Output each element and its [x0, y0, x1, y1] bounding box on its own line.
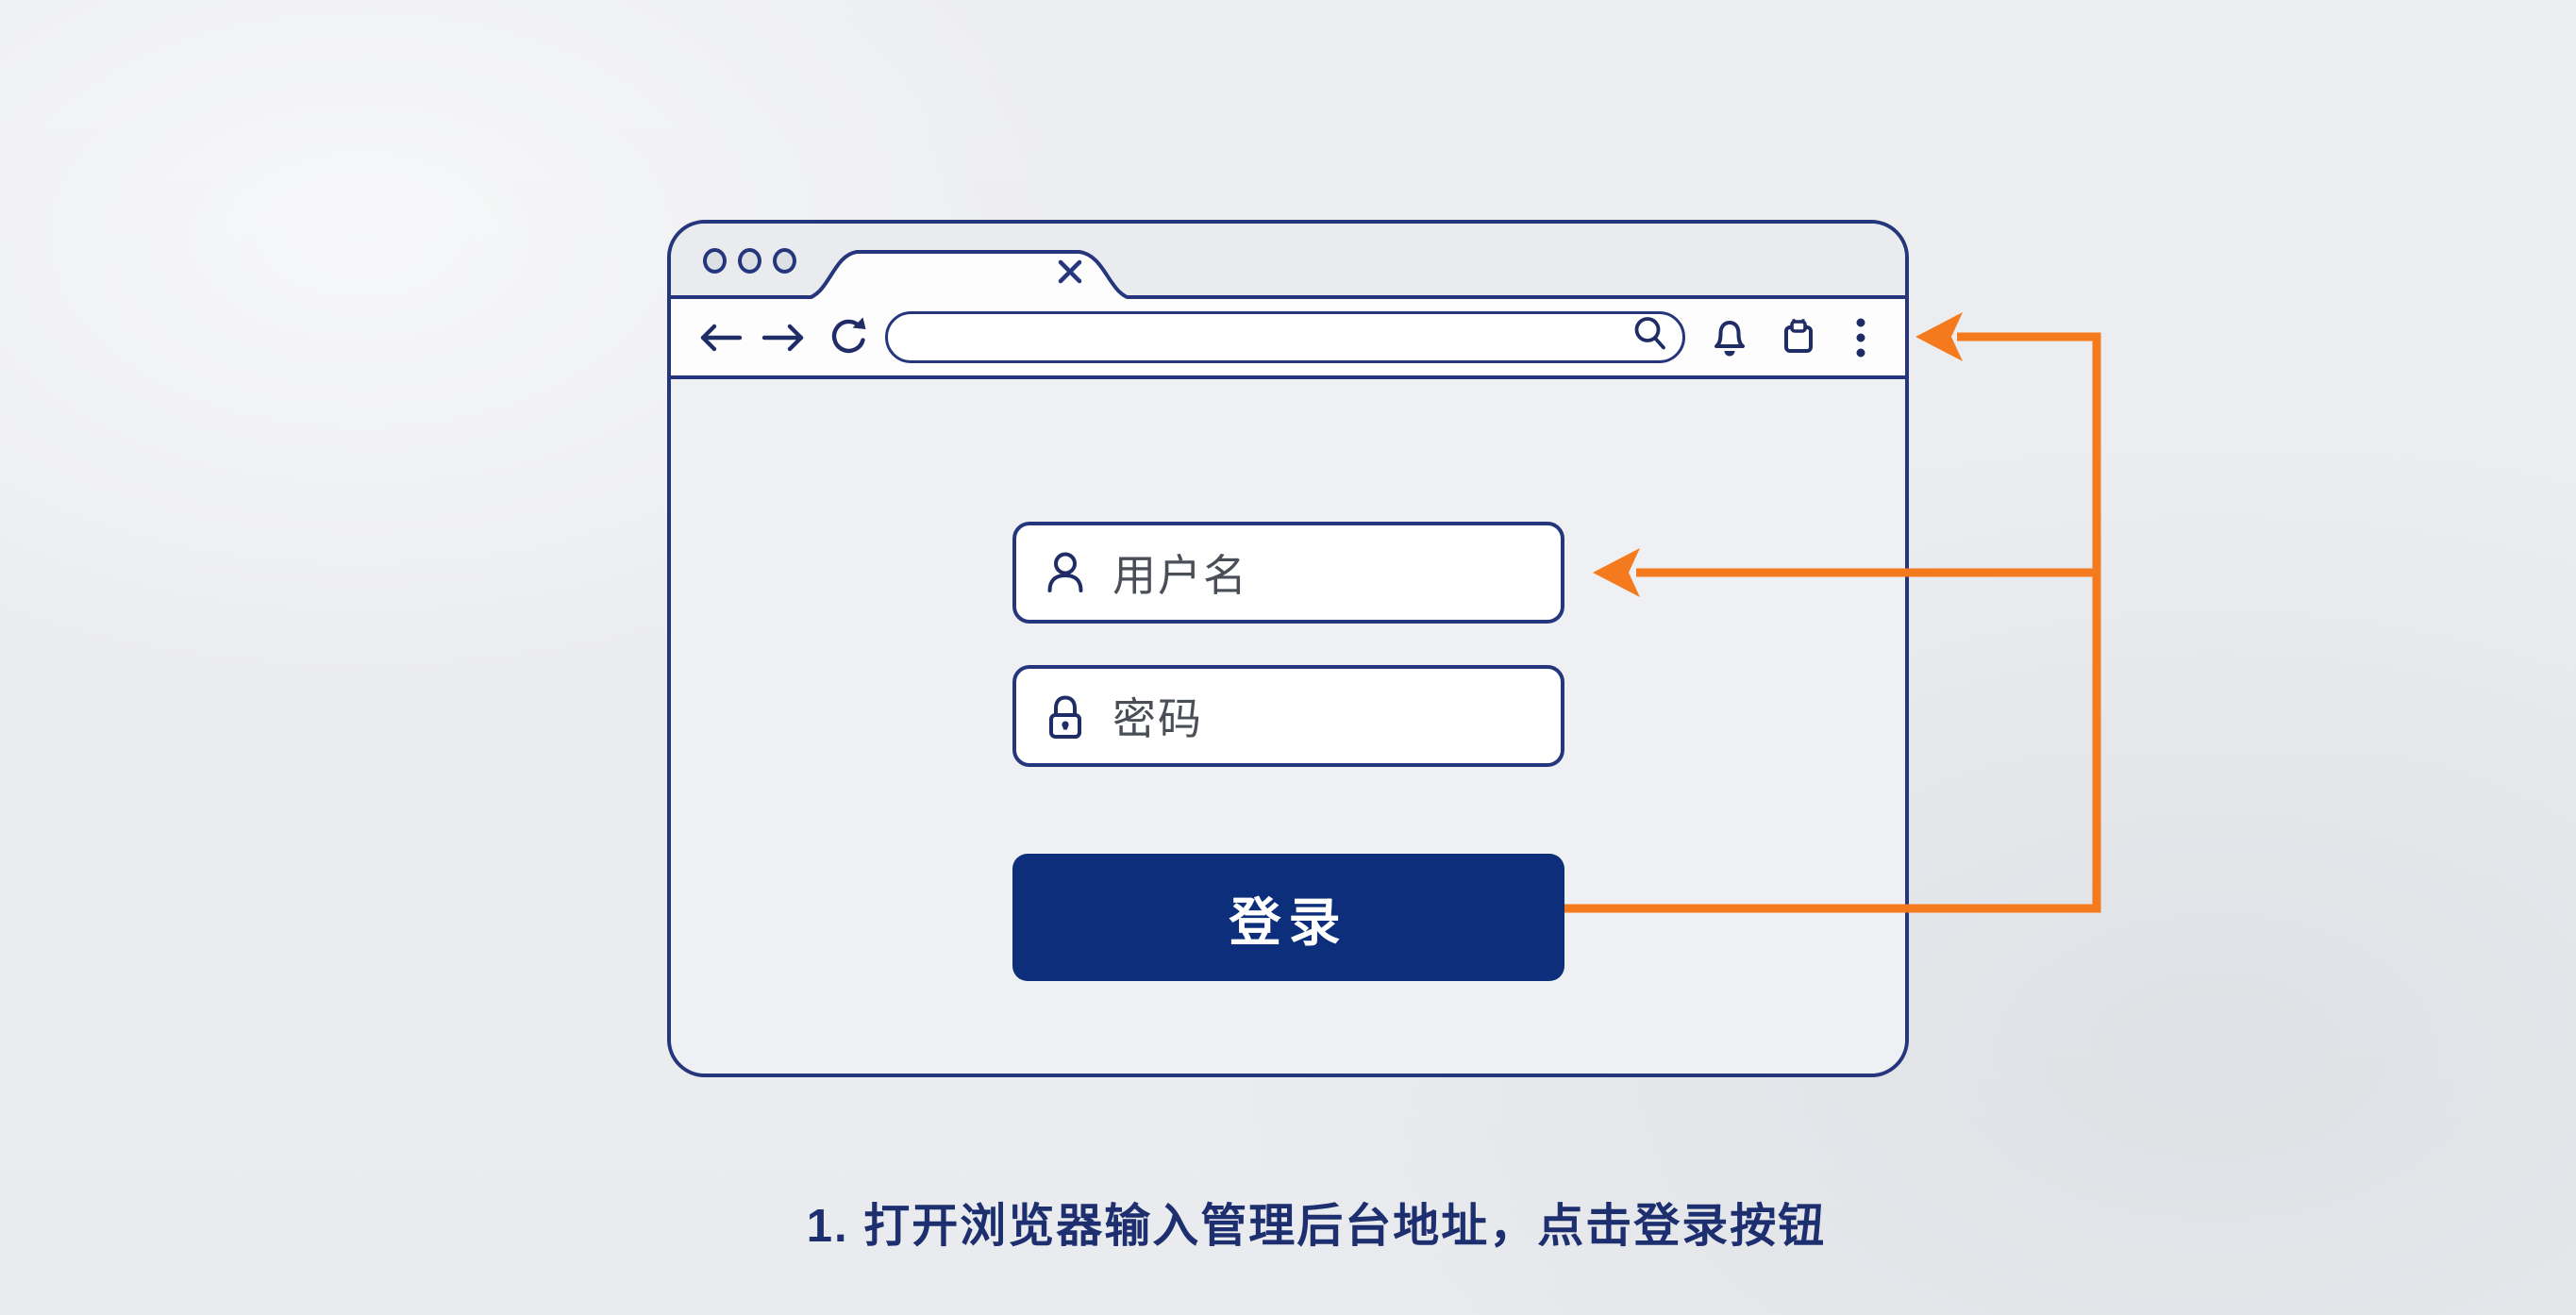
window-control-dot[interactable] — [773, 248, 796, 274]
step-caption: 1. 打开浏览器输入管理后台地址，点击登录按钮 — [806, 1201, 1827, 1252]
window-controls — [703, 248, 796, 274]
refresh-icon[interactable] — [827, 316, 870, 359]
browser-tab[interactable] — [803, 224, 1135, 303]
lock-icon — [1049, 695, 1081, 739]
close-icon[interactable] — [1058, 259, 1082, 284]
window-control-dot[interactable] — [738, 248, 761, 274]
password-placeholder: 密码 — [1112, 694, 1203, 743]
clipboard-icon[interactable] — [1777, 316, 1820, 359]
address-bar[interactable] — [885, 311, 1685, 363]
browser-window: 用户名 密码 登录 — [667, 220, 1909, 1077]
arrow-to-toolbar — [1915, 312, 1963, 361]
back-icon[interactable] — [696, 322, 744, 354]
browser-titlebar — [671, 224, 1905, 303]
browser-content: 用户名 密码 登录 — [671, 379, 1905, 1074]
username-field[interactable]: 用户名 — [1012, 522, 1564, 624]
login-button[interactable]: 登录 — [1012, 854, 1564, 981]
kebab-menu-icon[interactable] — [1855, 316, 1866, 359]
bell-icon[interactable] — [1708, 316, 1751, 359]
search-icon[interactable] — [1632, 315, 1670, 355]
user-icon — [1047, 552, 1083, 592]
browser-toolbar — [671, 299, 1905, 379]
forward-icon[interactable] — [761, 322, 808, 354]
username-placeholder: 用户名 — [1112, 551, 1248, 600]
password-field[interactable]: 密码 — [1012, 665, 1564, 767]
window-control-dot[interactable] — [703, 248, 727, 274]
